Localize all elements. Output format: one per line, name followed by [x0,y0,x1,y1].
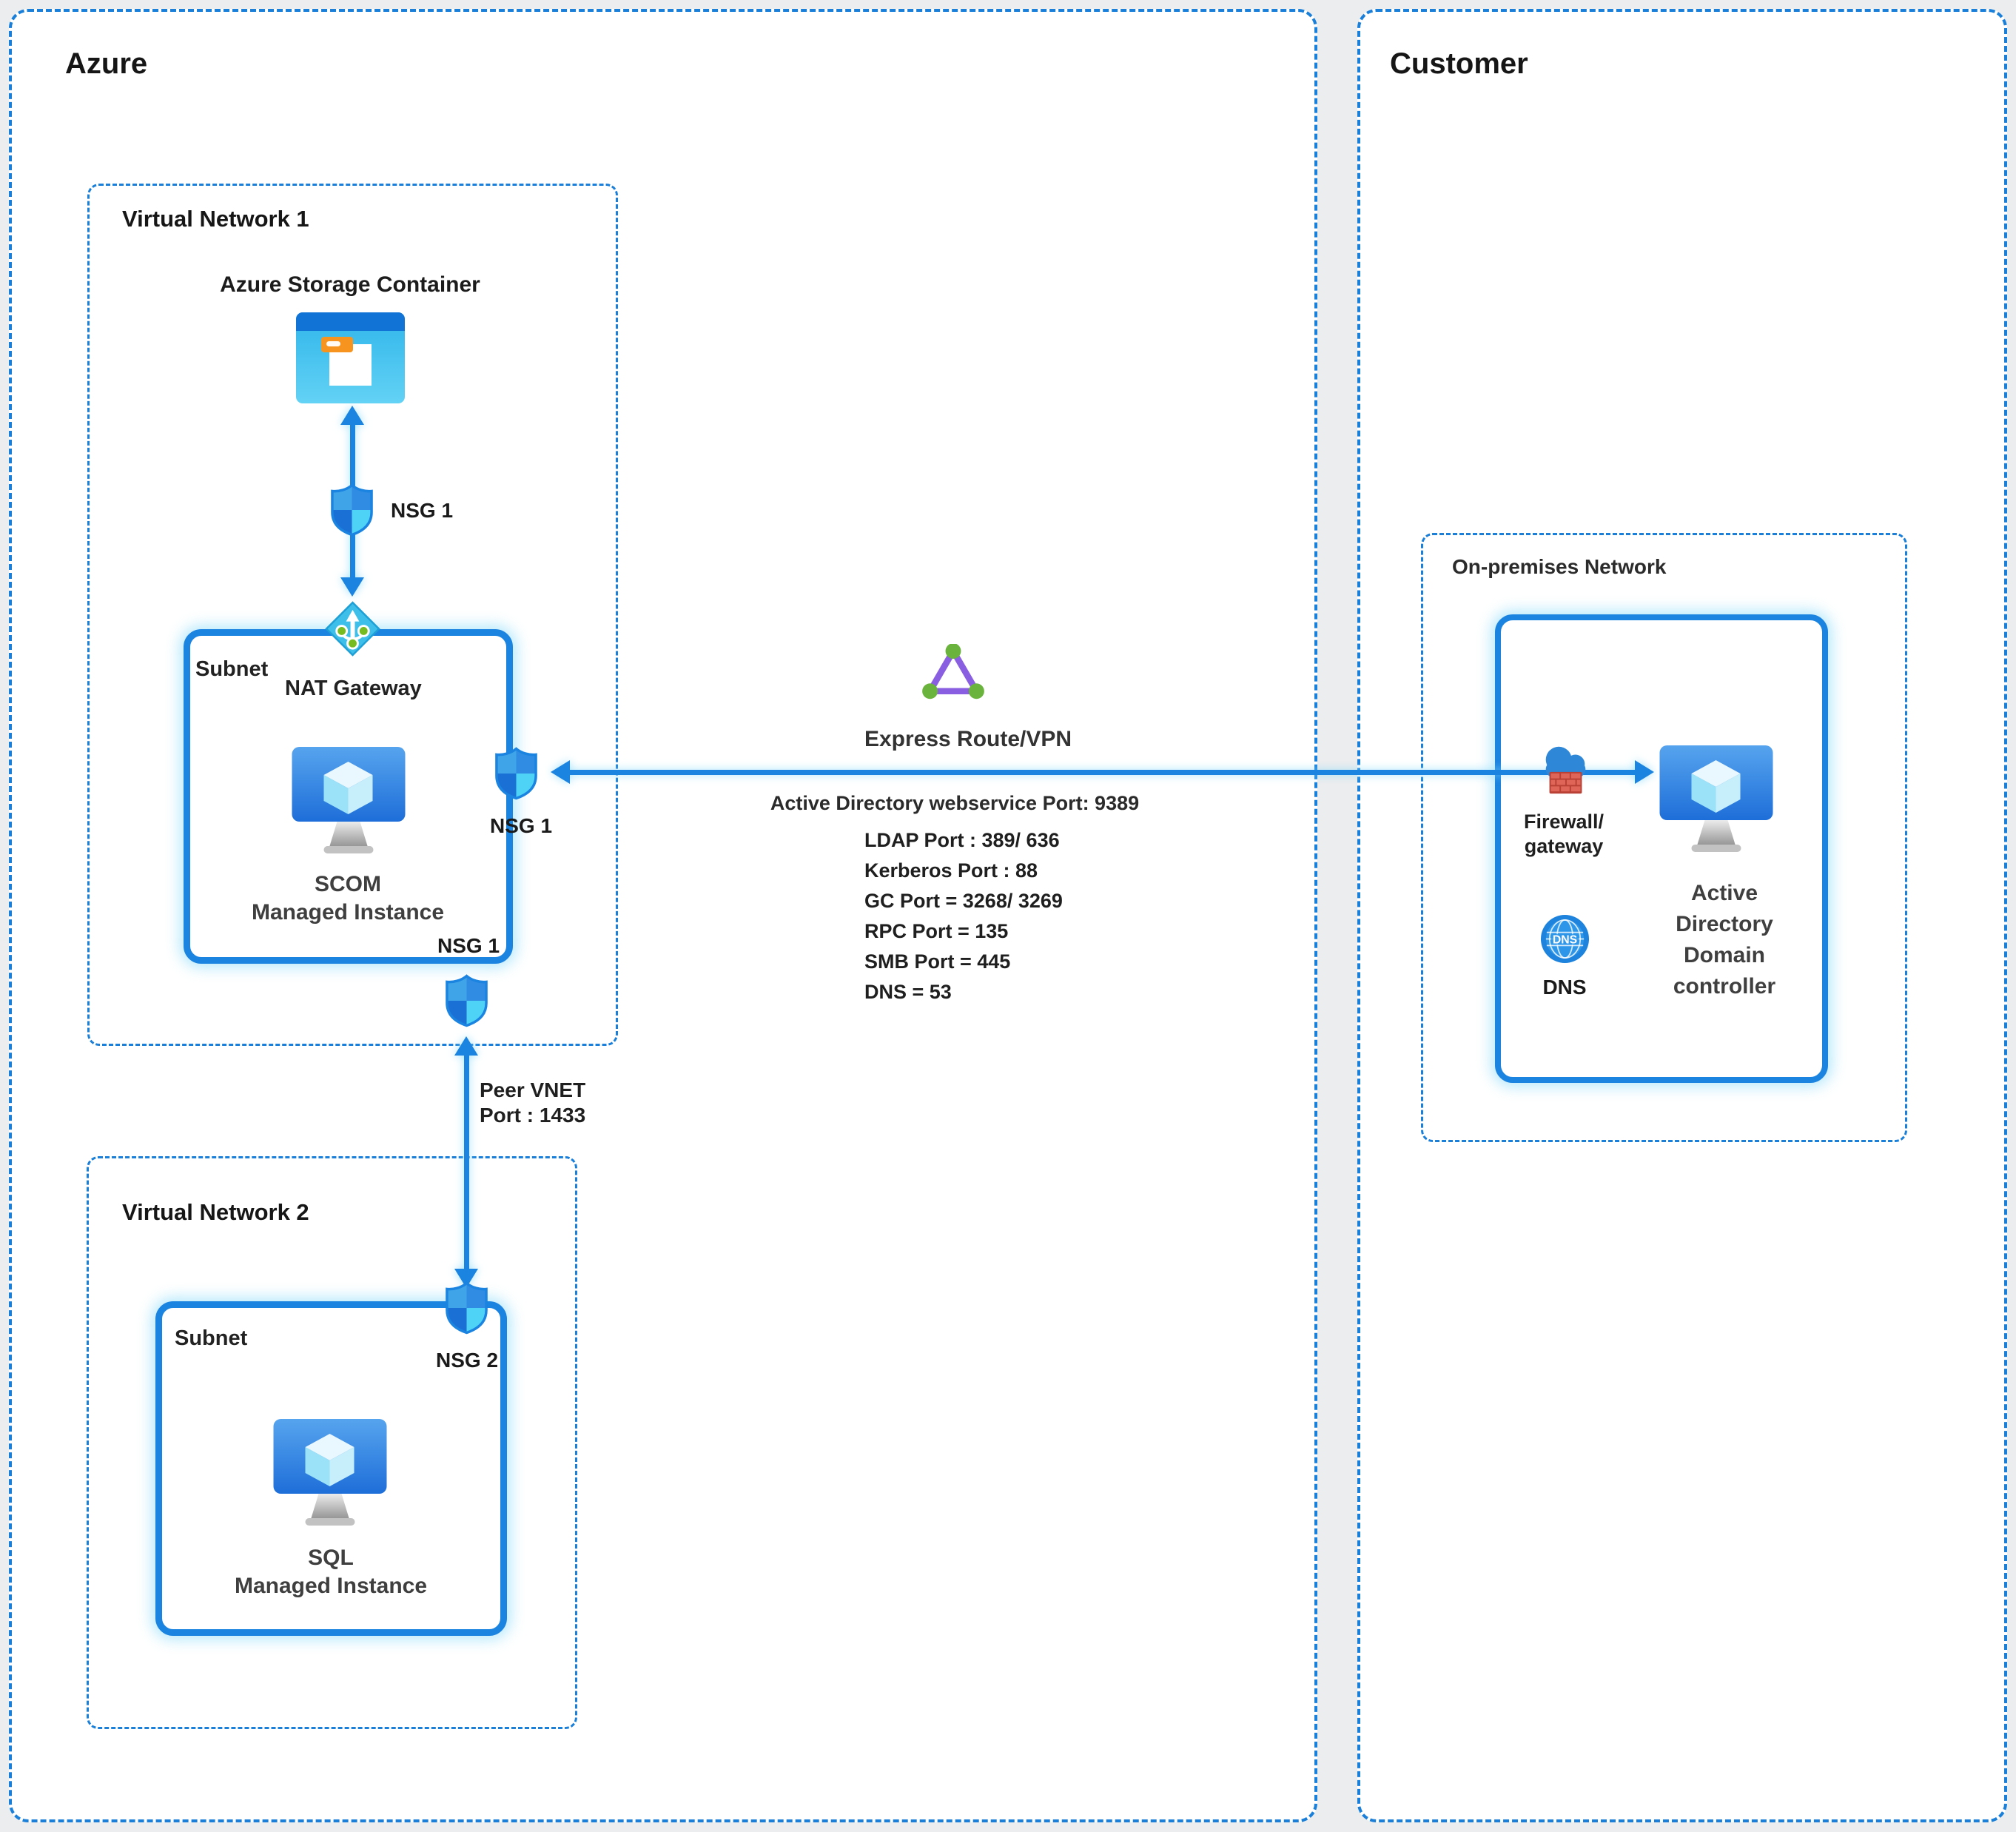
scom-label: SCOM Managed Instance [237,870,459,927]
firewall-label-line1: Firewall/ [1523,811,1605,833]
storage-container-icon [296,312,405,403]
dns-badge-text: DNS [1553,933,1577,946]
peer-vnet-arrow [453,1036,480,1288]
firewall-gateway-label: Firewall/ gateway [1518,810,1610,859]
ad-label-line4: controller [1673,974,1776,999]
onprem-network-title: On-premises Network [1452,555,1667,578]
nsg1-bottom-label: NSG 1 [437,934,500,957]
customer-region-title: Customer [1390,47,1528,80]
sql-label-line1: SQL [308,1546,354,1570]
express-route-label: Express Route/VPN [864,727,1072,751]
onprem-inner-box [1495,614,1828,1083]
port-item-smb: SMB Port = 445 [864,950,1011,973]
peer-vnet-line1: Peer VNET [480,1078,586,1101]
express-route-arrow [551,758,1654,786]
firewall-label-line2: gateway [1524,835,1604,857]
onprem-network-box [1421,533,1907,1142]
dns-globe-icon: DNS [1540,914,1590,964]
nat-gateway-icon [325,601,380,657]
port-item-gc: GC Port = 3268/ 3269 [864,890,1063,912]
firewall-gateway-icon [1545,746,1586,794]
nsg-shield-icon [446,1281,488,1335]
vnet2-title: Virtual Network 2 [122,1199,309,1225]
vnet2-box [87,1156,577,1729]
nat-gateway-label: NAT Gateway [285,677,422,700]
nsg1-top-label: NSG 1 [391,499,454,522]
subnet2-box [155,1301,507,1636]
vnet1-title: Virtual Network 1 [122,206,309,232]
ad-domain-controller-icon [1659,745,1773,852]
sql-label: SQL Managed Instance [220,1544,442,1600]
storage-container-label: Azure Storage Container [220,272,480,297]
subnet2-label: Subnet [175,1326,248,1350]
ad-domain-controller-label: Active Directory Domain controller [1650,878,1798,1002]
nsg-shield-icon [331,483,373,537]
sql-label-line2: Managed Instance [234,1574,428,1598]
nsg-shield-icon [446,974,488,1027]
vnet1-box [87,184,618,1046]
port-item-kerberos: Kerberos Port : 88 [864,859,1038,882]
nsg-shield-icon [495,747,537,800]
scom-managed-instance-icon [292,747,406,853]
ad-label-line3: Domain [1683,943,1765,967]
ad-label-line1: Active [1690,881,1758,905]
express-route-icon [922,644,984,699]
nsg1-right-label: NSG 1 [490,814,553,837]
scom-label-line2: Managed Instance [251,900,445,925]
azure-region-title: Azure [65,47,148,80]
ad-webservice-port-label: Active Directory webservice Port: 9389 [770,792,1140,814]
port-item-dns: DNS = 53 [864,981,952,1003]
ad-label-line2: Directory [1676,912,1773,936]
peer-vnet-label: Peer VNET Port : 1433 [480,1078,585,1128]
peer-vnet-line2: Port : 1433 [480,1104,586,1127]
nsg2-label: NSG 2 [436,1349,499,1372]
port-item-rpc: RPC Port = 135 [864,920,1009,942]
scom-label-line1: SCOM [315,872,381,896]
dns-label: DNS [1542,976,1587,999]
sql-managed-instance-icon [273,1419,387,1526]
port-list: LDAP Port : 389/ 636 Kerberos Port : 88 … [864,829,1063,1011]
subnet1-label: Subnet [195,657,269,681]
port-item-ldap: LDAP Port : 389/ 636 [864,829,1060,851]
